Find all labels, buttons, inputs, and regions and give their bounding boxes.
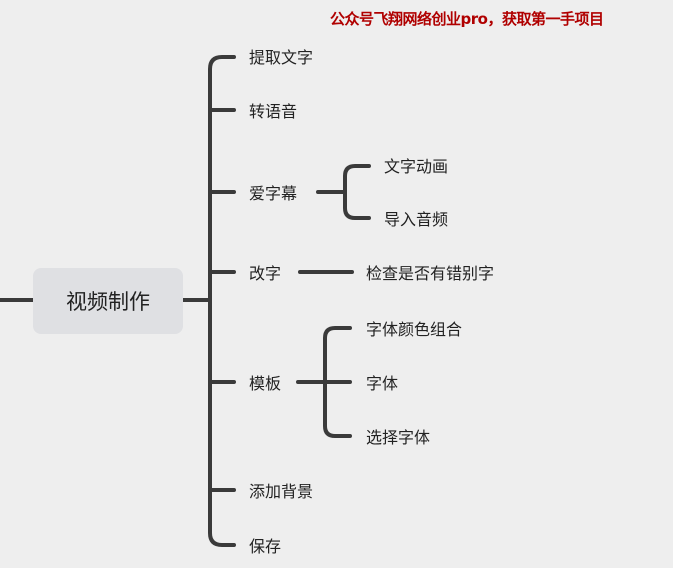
node-check-typos[interactable]: 检查是否有错别字 <box>366 264 495 283</box>
root-node[interactable]: 视频制作 <box>33 268 183 334</box>
watermark-text: 公众号飞翔网络创业pro，获取第一手项目 <box>330 10 604 28</box>
node-subtitles[interactable]: 爱字幕 <box>249 184 298 203</box>
node-template[interactable]: 模板 <box>249 374 282 393</box>
node-extract-text[interactable]: 提取文字 <box>249 48 314 67</box>
node-add-background[interactable]: 添加背景 <box>249 482 314 501</box>
node-save[interactable]: 保存 <box>249 537 282 556</box>
node-font[interactable]: 字体 <box>366 374 399 393</box>
node-edit-text[interactable]: 改字 <box>249 264 282 283</box>
node-import-audio[interactable]: 导入音频 <box>384 210 449 229</box>
node-choose-font[interactable]: 选择字体 <box>366 428 431 447</box>
node-font-color-combo[interactable]: 字体颜色组合 <box>366 320 463 339</box>
node-to-speech[interactable]: 转语音 <box>249 102 298 121</box>
node-text-animation[interactable]: 文字动画 <box>384 157 449 176</box>
